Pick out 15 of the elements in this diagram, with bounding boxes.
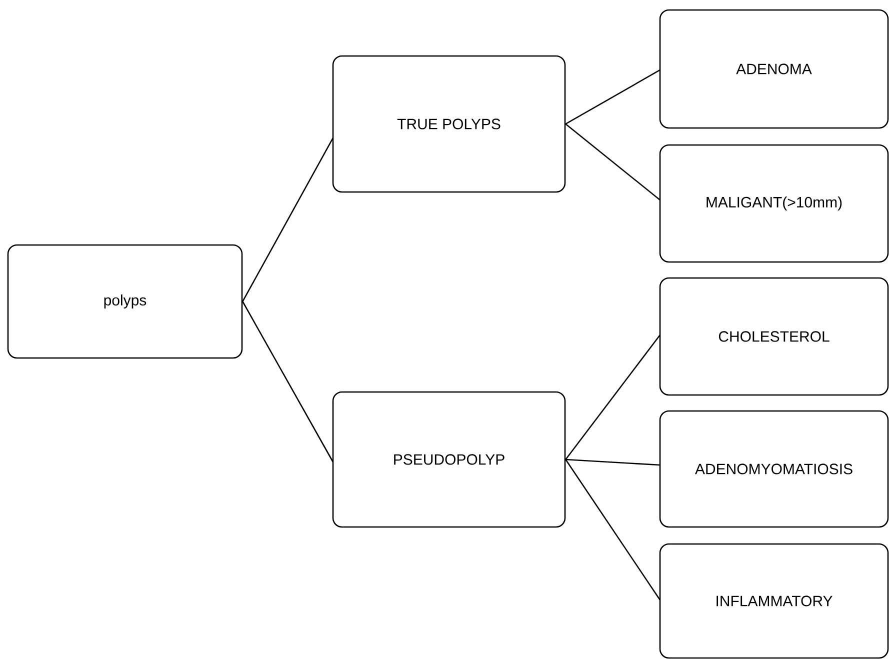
process-box: PSEUDOPOLYP [332,391,566,528]
process-box: polyps [7,244,243,359]
process-box: ADENOMYOMATIOSIS [659,410,889,528]
connector-line [565,69,660,125]
connector-line [242,138,334,302]
process-box: CHOLESTEROL [659,277,889,396]
connector-line [242,301,334,462]
process-box: TRUE POLYPS [332,55,566,193]
process-box: INFLAMMATORY [659,543,889,659]
connector-line [565,123,660,200]
connector-line [565,334,661,460]
process-box: ADENOMA [659,9,889,129]
connector-line [566,458,660,466]
process-box: MALIGANT(>10mm) [659,144,889,263]
connector-line [565,459,661,600]
